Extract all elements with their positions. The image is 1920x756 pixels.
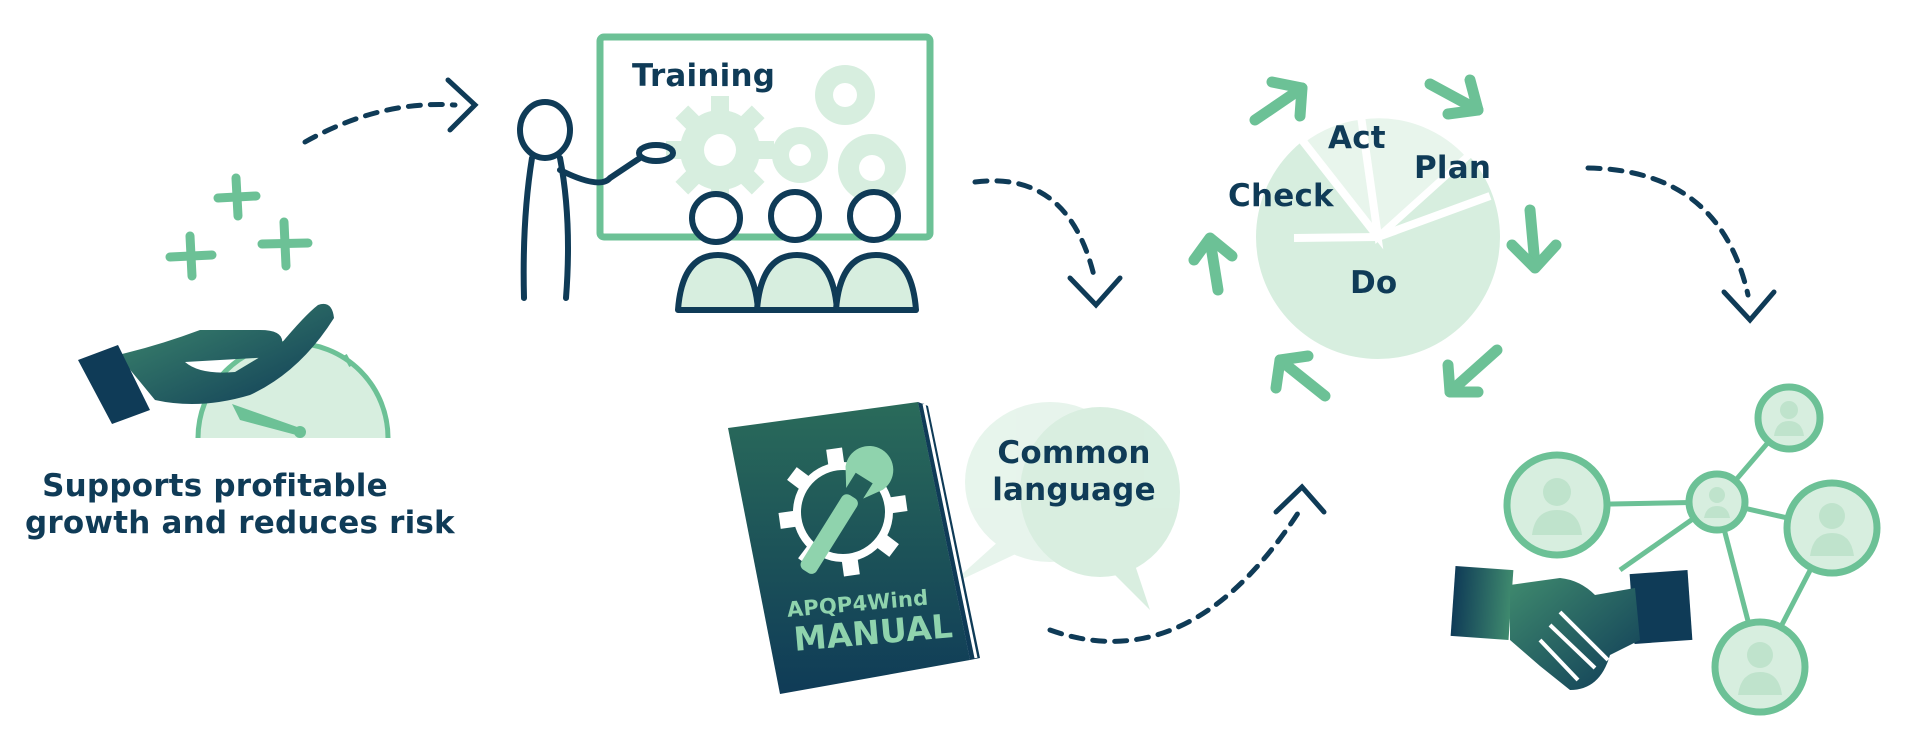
dashed-arrow-icon xyxy=(1585,165,1777,324)
speech-bubble-icon xyxy=(950,402,1180,610)
wrench-gear-icon xyxy=(778,445,908,577)
plus-icon xyxy=(165,173,313,281)
hand-icon xyxy=(78,303,334,424)
audience-icon xyxy=(675,189,919,313)
pdca-check-label: Check xyxy=(1228,178,1334,214)
pdca-pie-icon xyxy=(1256,111,1500,359)
handshake-icon xyxy=(1450,566,1693,690)
training-title: Training xyxy=(632,58,776,94)
dashed-arrow-icon xyxy=(972,178,1123,309)
presenter-icon xyxy=(517,99,676,301)
growth-line-1: Supports profitable xyxy=(42,468,388,504)
growth-caption: Supports profitable growth and reduces r… xyxy=(25,468,455,542)
common-language-line-1: Common xyxy=(997,435,1151,471)
common-language-line-2: language xyxy=(992,472,1156,509)
pdca-do-label: Do xyxy=(1350,265,1398,301)
person-node-silhouettes xyxy=(1532,401,1854,695)
growth-line-2: growth and reduces risk xyxy=(25,505,455,542)
cycle-arrow-icon xyxy=(1188,74,1562,402)
pdca-plan-label: Plan xyxy=(1414,150,1492,186)
dashed-arrow-icon xyxy=(1047,483,1327,644)
common-language-label: Common language xyxy=(974,435,1174,509)
dashed-arrow-icon xyxy=(302,77,479,145)
pdca-act-label: Act xyxy=(1328,120,1386,156)
